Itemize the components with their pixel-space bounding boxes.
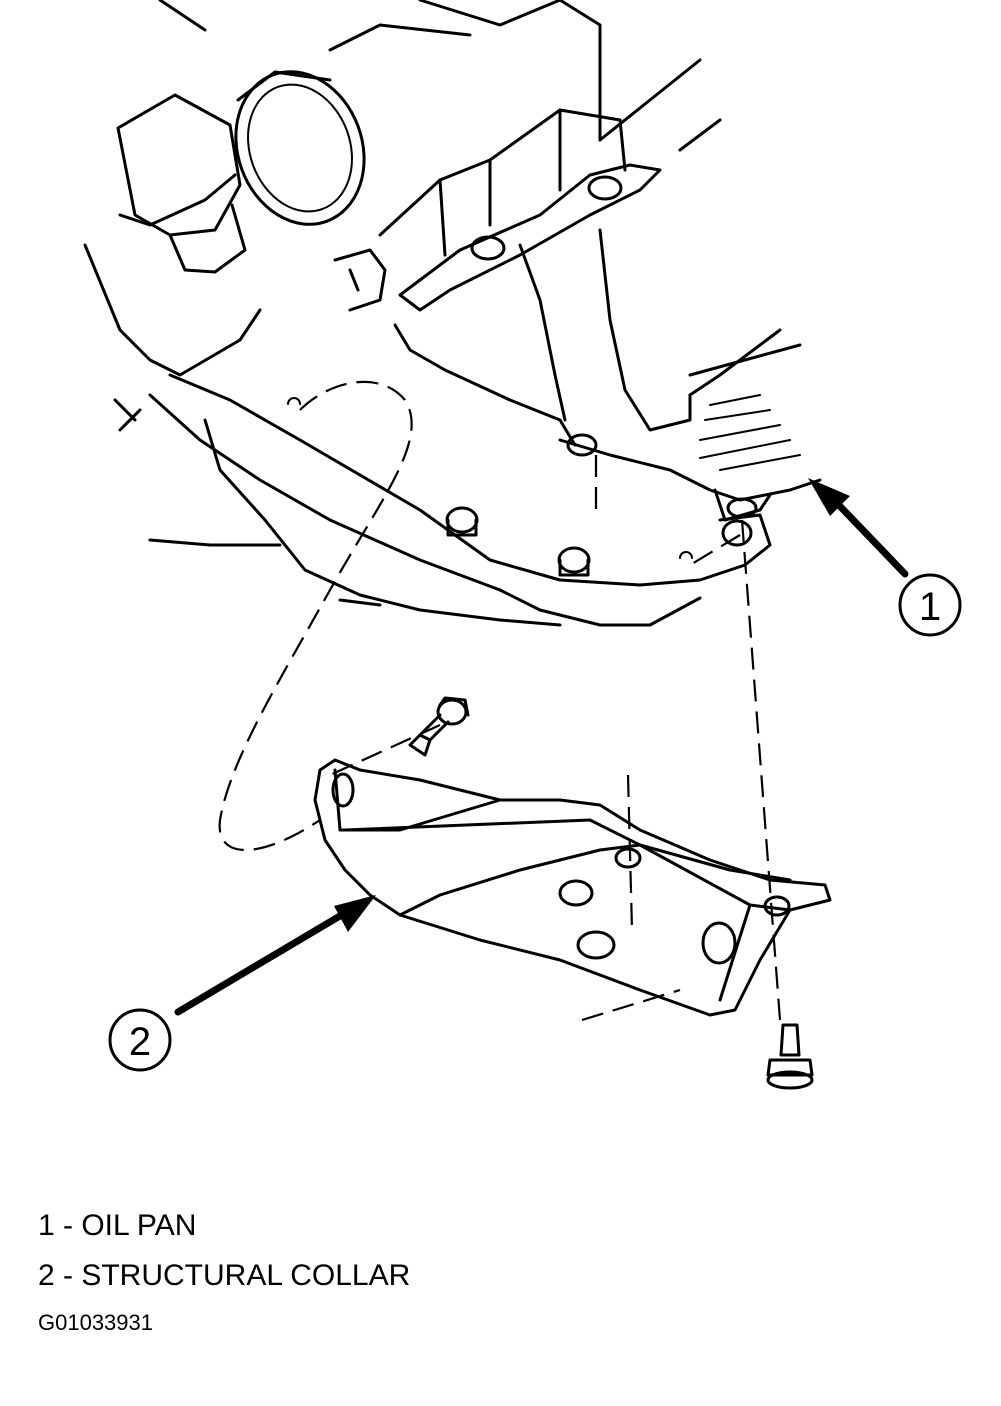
callout-2-number: 2 [129, 1020, 151, 1064]
oil-pan-collar-illustration: 1 2 [83, 0, 962, 1090]
figure-id: G01033931 [38, 1310, 153, 1335]
dash-line-pan-2 [689, 534, 741, 566]
structural-collar-drawing [313, 758, 832, 1017]
collar-bolt-lower [766, 1023, 814, 1090]
callout-1: 1 [898, 573, 962, 637]
callout-1-number: 1 [919, 585, 941, 629]
callout-2: 2 [108, 1008, 172, 1072]
pan-bolt-2 [557, 546, 591, 577]
legend-item-structural-collar: 2 - STRUCTURAL COLLAR [38, 1259, 411, 1292]
dash-line-lower-bolt [740, 519, 782, 1021]
dash-line-collar-edge [581, 988, 681, 1022]
alignment-path [218, 380, 413, 851]
engine-block-drawing [83, 0, 822, 627]
dash-line-upper-bolt [329, 723, 441, 777]
dash-line-collar-hole [626, 774, 634, 931]
legend-item-oil-pan: 1 - OIL PAN [38, 1209, 197, 1242]
pan-bolt-1 [445, 506, 479, 537]
callout-arrow-2 [174, 895, 376, 1016]
callout-arrow-1 [808, 478, 909, 578]
